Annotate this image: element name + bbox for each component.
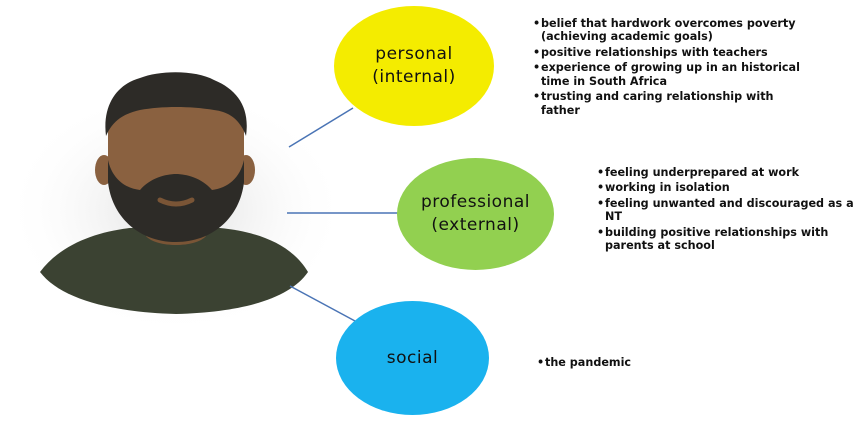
- list-item: trusting and caring relationship with fa…: [533, 90, 803, 117]
- avatar-beard: [108, 160, 244, 242]
- professional-factor-list: feeling underprepared at work working in…: [597, 166, 863, 255]
- professional-external-bubble: professional (external): [397, 158, 554, 270]
- list-item: positive relationships with teachers: [533, 46, 803, 60]
- list-item: belief that hardwork overcomes poverty (…: [533, 17, 803, 44]
- social-factor-list: the pandemic: [537, 356, 737, 371]
- personal-internal-bubble: personal (internal): [334, 6, 494, 126]
- social-title: social: [386, 347, 439, 368]
- connector-social: [289, 285, 356, 322]
- personal-factor-list: belief that hardwork overcomes poverty (…: [533, 17, 803, 119]
- avatar-hair: [105, 72, 247, 136]
- list-item: building positive relationships with par…: [597, 226, 863, 253]
- list-item: feeling unwanted and discouraged as a NT: [597, 197, 863, 224]
- social-bubble: social: [336, 301, 489, 415]
- professional-subtitle: (external): [431, 215, 520, 235]
- personal-subtitle: (internal): [372, 67, 456, 87]
- list-item: experience of growing up in an historica…: [533, 61, 803, 88]
- list-item: the pandemic: [537, 356, 737, 370]
- avatar-shirt: [40, 228, 308, 314]
- connector-personal: [288, 107, 354, 148]
- personal-title: personal: [375, 44, 453, 65]
- professional-title: professional: [420, 192, 530, 213]
- list-item: feeling underprepared at work: [597, 166, 863, 180]
- avatar-mouth: [157, 197, 195, 207]
- list-item: working in isolation: [597, 181, 863, 195]
